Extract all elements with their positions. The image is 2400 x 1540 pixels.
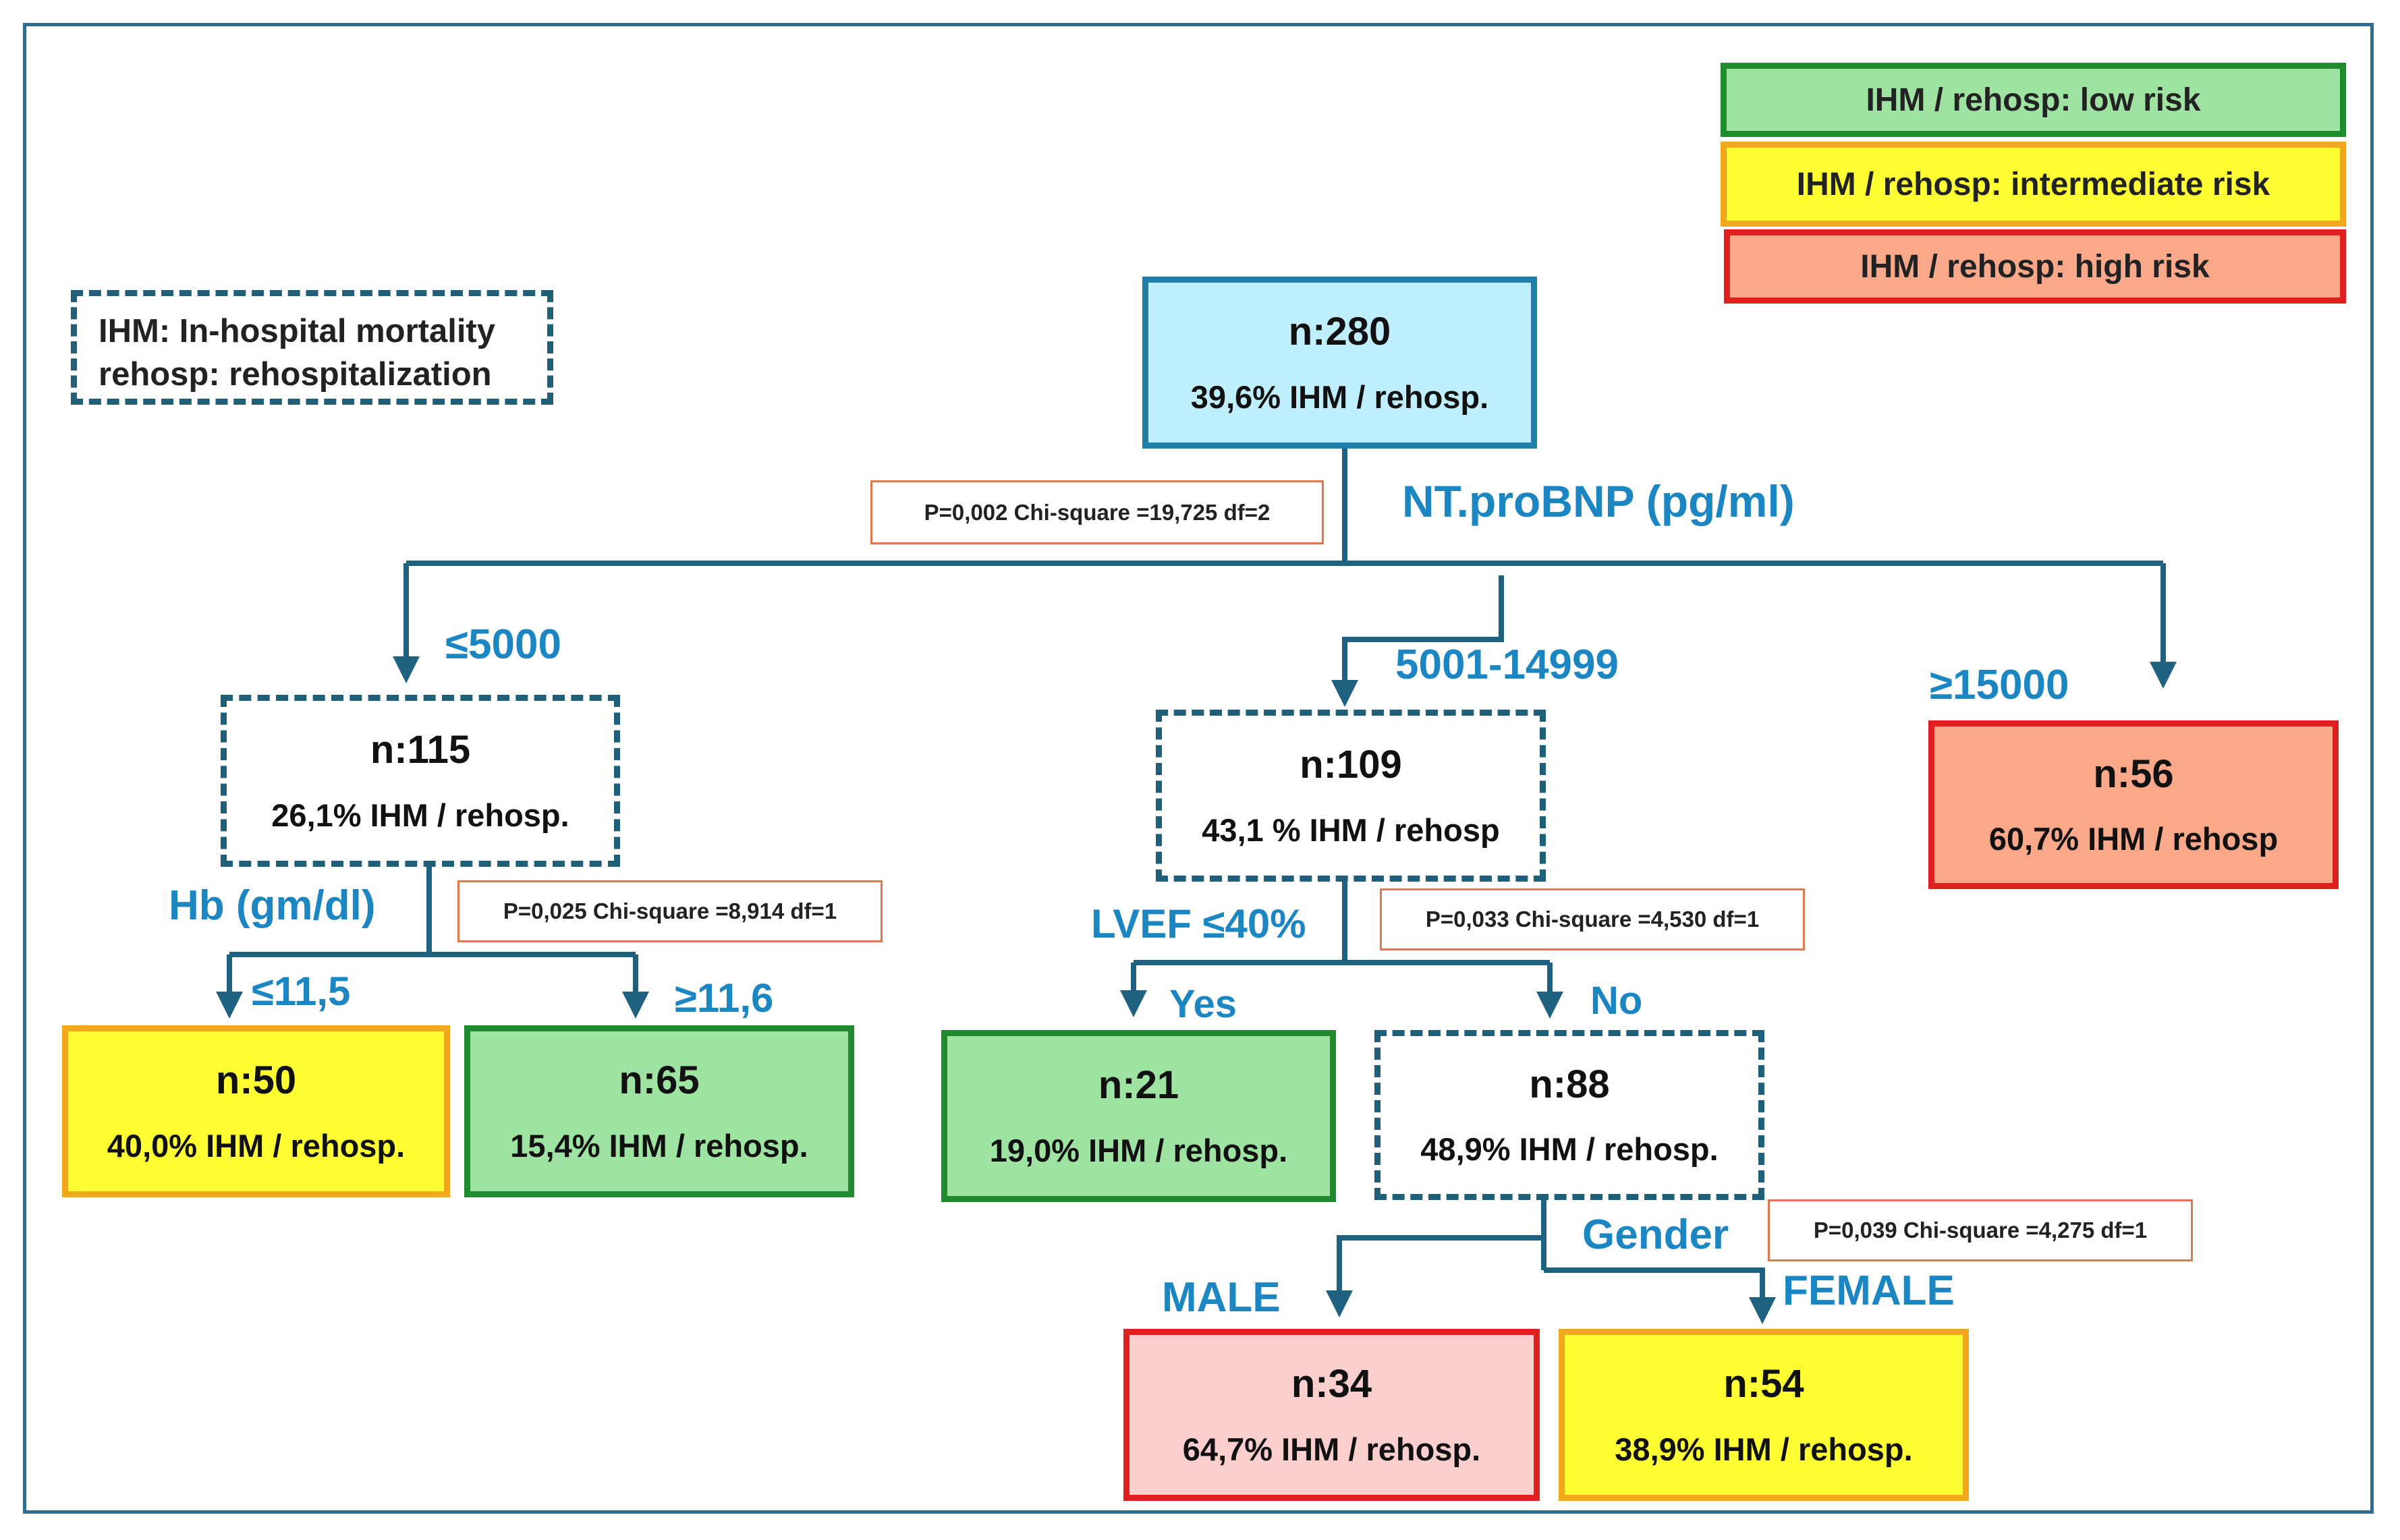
definition-rehosp: rehosp: rehospitalization	[99, 356, 492, 393]
branch-le11-5: ≤11,5	[252, 969, 351, 1014]
node-lt5000-rate: 26,1% IHM / rehosp.	[271, 797, 569, 833]
node-hb-low-count: n:50	[215, 1058, 297, 1102]
legend-intermediate-risk-label: IHM / rehosp: intermediate risk	[1796, 166, 2270, 202]
legend-low-risk: IHM / rehosp: low risk	[1721, 63, 2346, 137]
node-hb-high-count: n:65	[619, 1058, 700, 1102]
node-female-rate: 38,9% IHM / rehosp.	[1615, 1431, 1913, 1467]
stat-root-split-text: P=0,002 Chi-square =19,725 df=2	[924, 499, 1271, 525]
connector-to-male	[1326, 1235, 1544, 1317]
node-hb-le11-5: n:50 40,0% IHM / rehosp.	[62, 1025, 450, 1197]
node-lvef-no-count: n:88	[1529, 1062, 1610, 1106]
split-variable-lvef: LVEF ≤40%	[1091, 901, 1306, 946]
node-hb-high-rate: 15,4% IHM / rehosp.	[510, 1128, 808, 1164]
node-lvef-no-rate: 48,9% IHM / rehosp.	[1420, 1131, 1719, 1167]
node-ge15000-rate: 60,7% IHM / rehosp	[1988, 820, 2279, 857]
stat-hb-split-text: P=0,025 Chi-square =8,914 df=1	[503, 899, 837, 923]
split-variable-ntprobnp: NT.proBNP (pg/ml)	[1402, 476, 1795, 526]
node-ntprobnp-5001-14999: n:109 43,1 % IHM / rehosp	[1156, 710, 1546, 882]
node-gender-male: n:34 64,7% IHM / rehosp.	[1123, 1329, 1540, 1501]
node-lvef-yes-rate: 19,0% IHM / rehosp.	[989, 1133, 1288, 1168]
stat-root-split: P=0,002 Chi-square =19,725 df=2	[870, 480, 1324, 544]
legend-high-risk: IHM / rehosp: high risk	[1724, 229, 2346, 304]
branch-no: No	[1590, 979, 1643, 1023]
stat-hb-split: P=0,025 Chi-square =8,914 df=1	[457, 880, 883, 942]
abbreviation-definitions: IHM: In-hospital mortality rehosp: rehos…	[71, 290, 553, 405]
outer-frame	[23, 23, 2374, 1514]
connector-to-female	[1544, 1267, 1776, 1324]
branch-ge11-6: ≥11,6	[675, 975, 774, 1021]
connector-to-mid	[1331, 575, 1504, 707]
node-root-rate: 39,6% IHM / rehosp.	[1190, 379, 1489, 415]
stat-gender-split: P=0,039 Chi-square =4,275 df=1	[1768, 1199, 2193, 1261]
node-male-rate: 64,7% IHM / rehosp.	[1182, 1431, 1481, 1467]
branch-5001-14999: 5001-14999	[1395, 641, 1619, 688]
node-root: n:280 39,6% IHM / rehosp.	[1142, 277, 1537, 449]
split-variable-gender: Gender	[1582, 1211, 1729, 1258]
legend-high-risk-label: IHM / rehosp: high risk	[1860, 248, 2210, 285]
node-mid-rate: 43,1 % IHM / rehosp	[1202, 812, 1500, 848]
branch-male: MALE	[1162, 1274, 1281, 1321]
stat-lvef-split: P=0,033 Chi-square =4,530 df=1	[1380, 888, 1805, 950]
node-root-count: n:280	[1288, 310, 1391, 353]
node-male-count: n:34	[1291, 1362, 1372, 1406]
legend-low-risk-label: IHM / rehosp: low risk	[1866, 82, 2201, 118]
node-gender-female: n:54 38,9% IHM / rehosp.	[1559, 1329, 1969, 1501]
node-lvef-yes: n:21 19,0% IHM / rehosp.	[941, 1030, 1336, 1202]
node-hb-ge11-6: n:65 15,4% IHM / rehosp.	[464, 1025, 854, 1197]
definition-ihm: IHM: In-hospital mortality	[99, 313, 495, 349]
node-lvef-no: n:88 48,9% IHM / rehosp.	[1374, 1030, 1764, 1200]
branch-yes: Yes	[1169, 982, 1237, 1026]
branch-female: FEMALE	[1783, 1267, 1955, 1314]
node-ge15000-count: n:56	[2093, 752, 2174, 797]
node-female-count: n:54	[1723, 1362, 1804, 1406]
stat-lvef-split-text: P=0,033 Chi-square =4,530 df=1	[1425, 907, 1760, 932]
node-lvef-yes-count: n:21	[1098, 1063, 1179, 1107]
split-variable-hb: Hb (gm/dl)	[169, 882, 376, 929]
legend-intermediate-risk: IHM / rehosp: intermediate risk	[1721, 142, 2346, 227]
branch-le5000: ≤5000	[445, 621, 561, 668]
node-ntprobnp-ge15000: n:56 60,7% IHM / rehosp	[1928, 720, 2339, 889]
node-mid-count: n:109	[1300, 743, 1402, 787]
branch-ge15000: ≥15000	[1930, 662, 2069, 708]
node-ntprobnp-le5000: n:115 26,1% IHM / rehosp.	[221, 695, 620, 867]
node-lt5000-count: n:115	[370, 728, 471, 772]
node-hb-low-rate: 40,0% IHM / rehosp.	[107, 1128, 406, 1164]
stat-gender-split-text: P=0,039 Chi-square =4,275 df=1	[1813, 1218, 2148, 1243]
